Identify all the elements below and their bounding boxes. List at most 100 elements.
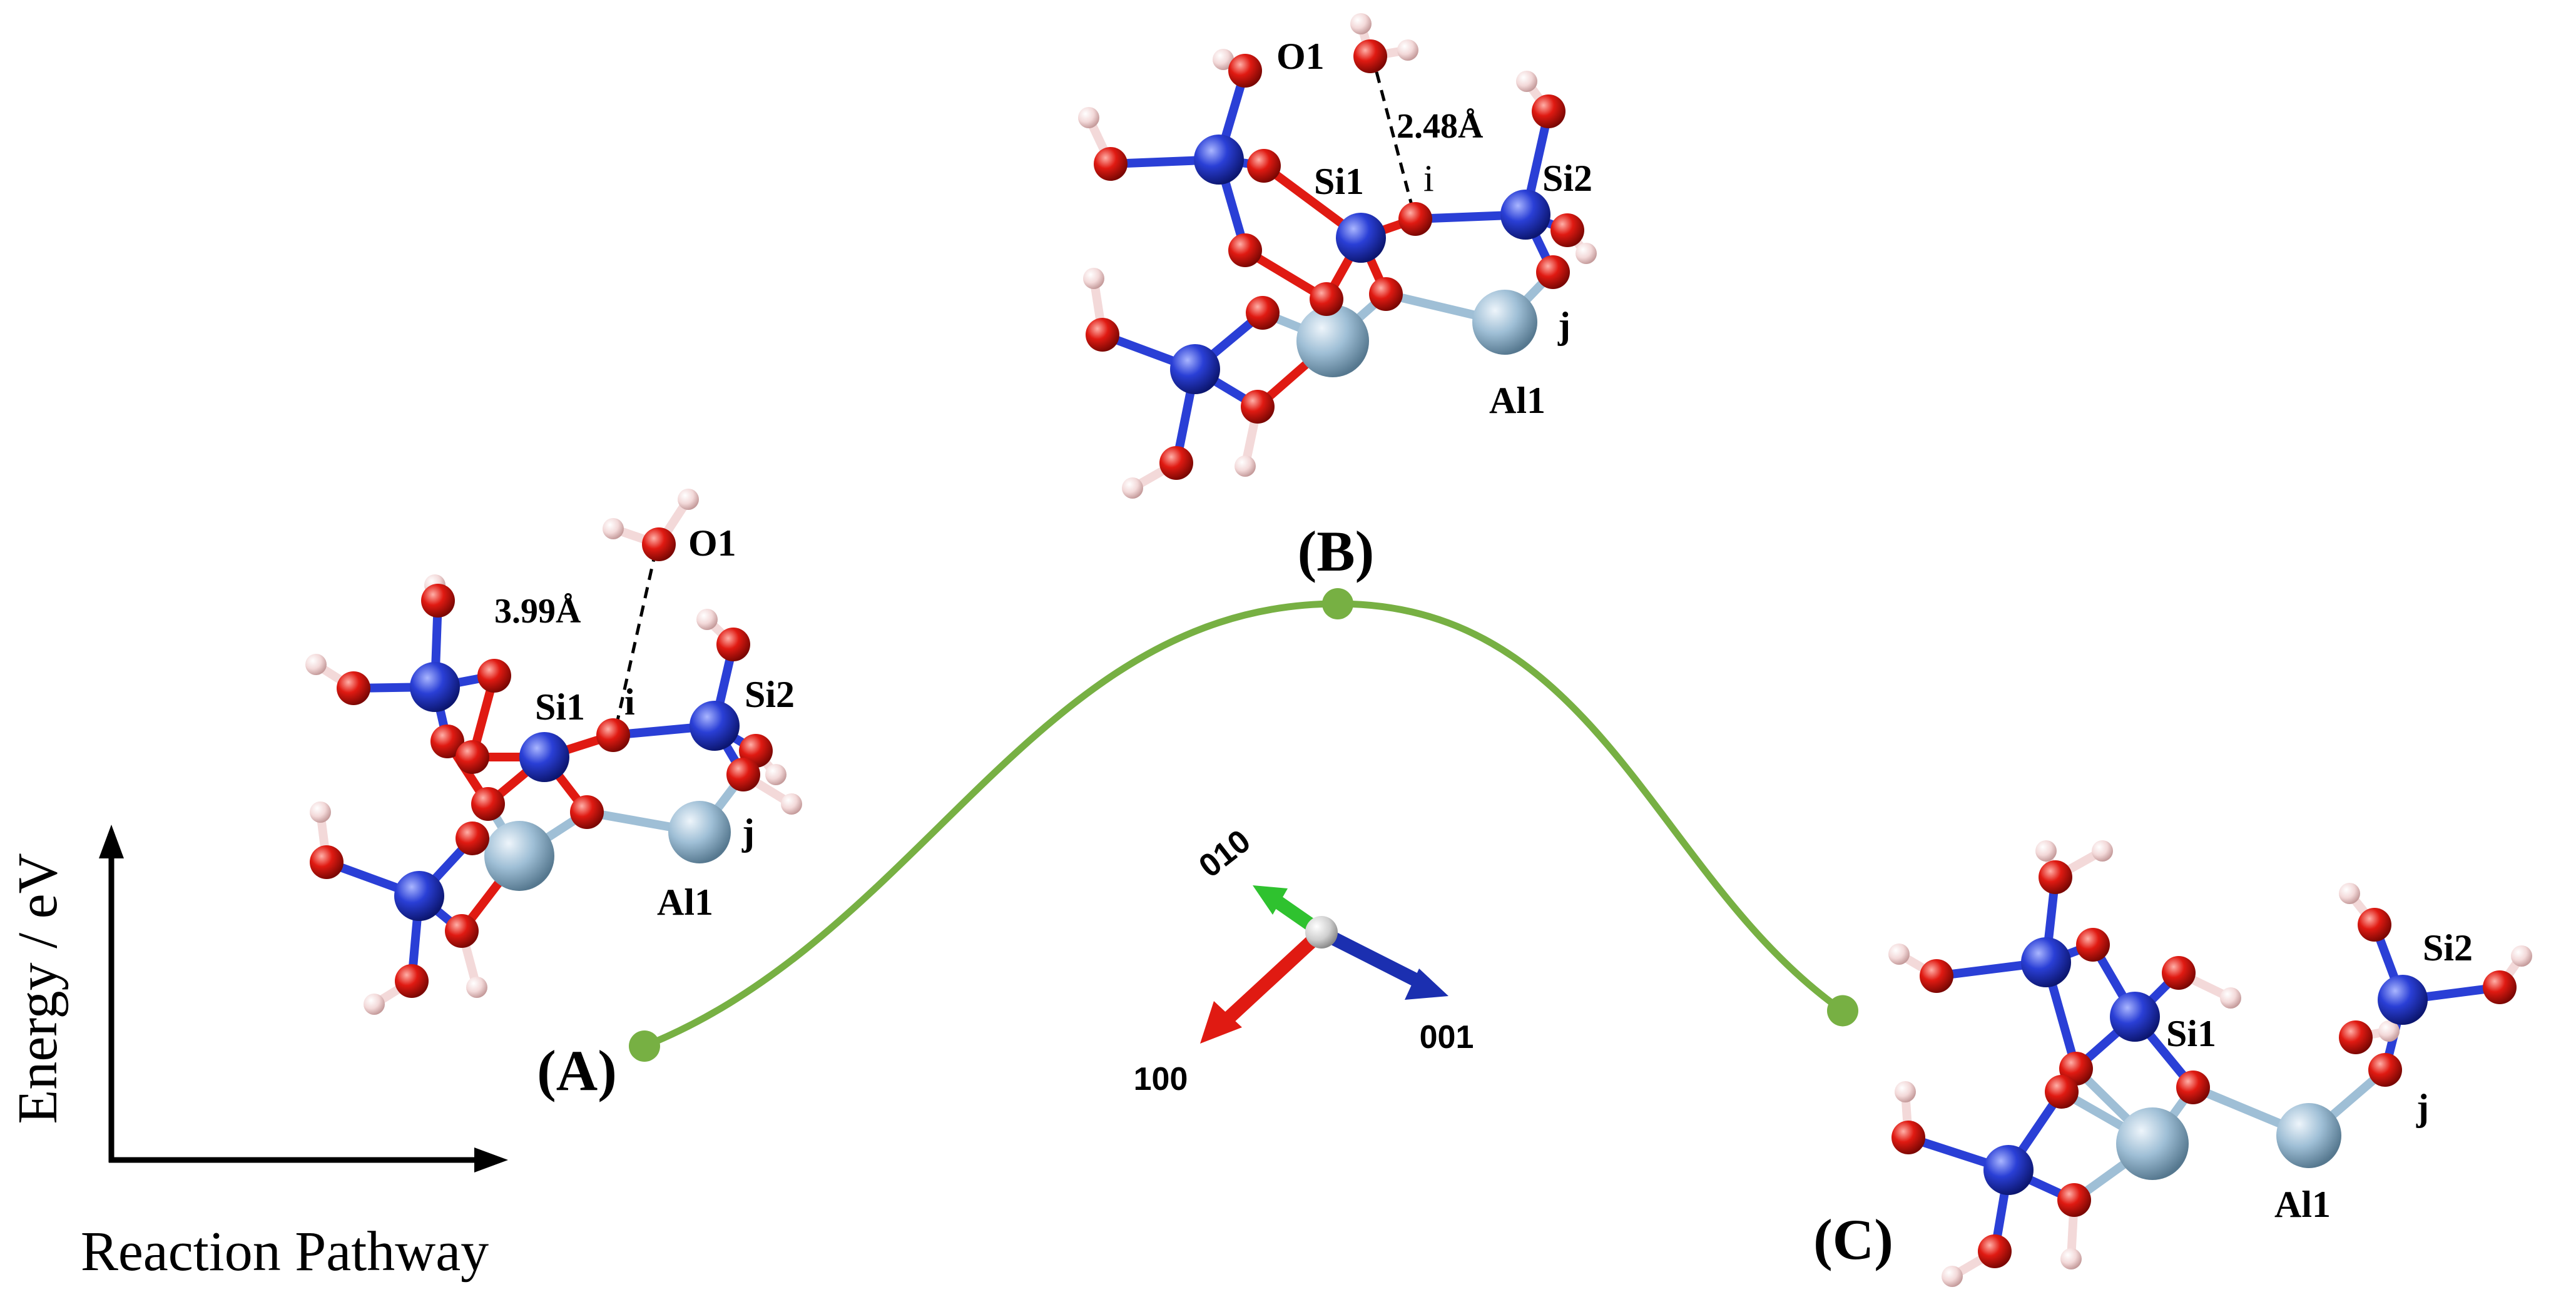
oxygen-atom	[1228, 54, 1262, 88]
label-o1: O1	[1276, 36, 1325, 77]
hydrogen-atom	[781, 793, 802, 815]
hydrogen-atom	[1942, 1266, 1963, 1287]
hydrogen-atom	[696, 609, 718, 630]
label-j: j	[741, 811, 755, 853]
hydrogen-atom	[305, 654, 327, 675]
structure-c-atoms	[1888, 840, 2532, 1287]
hydrogen-atom	[2220, 987, 2241, 1009]
hydrogen-atom	[2035, 840, 2057, 862]
hydrogen-atom	[2378, 1020, 2400, 1042]
axis-010-arrowhead	[1253, 885, 1288, 915]
state-label-c: (C)	[1813, 1208, 1893, 1271]
silicon-atom-si1	[1336, 213, 1386, 263]
hydrogen-atom	[2092, 840, 2113, 862]
oxygen-atom	[2358, 908, 2391, 942]
oxygen-atom	[1241, 390, 1275, 424]
oxygen-atom-j	[726, 758, 760, 791]
oxygen-atom	[2176, 1071, 2210, 1104]
hydrogen-atom	[1083, 268, 1104, 289]
oxygen-atom	[1369, 277, 1403, 311]
oxygen-atom-o1	[642, 527, 676, 561]
aluminium-atom	[1296, 305, 1369, 377]
oxygen-atom	[1228, 233, 1262, 267]
label-si1: Si1	[535, 686, 585, 728]
silicon-atom	[394, 871, 444, 921]
x-axis-label: Reaction Pathway	[81, 1221, 489, 1283]
oxygen-atom	[445, 914, 479, 948]
label-distance: 3.99Å	[494, 592, 581, 631]
structure-c-bonds	[1895, 847, 2526, 1281]
oxygen-atom	[337, 671, 370, 705]
hydrogen-atom	[364, 994, 385, 1015]
hydrogen-atom	[1350, 13, 1372, 34]
hydrogen-atom	[310, 801, 331, 823]
axis-label-001: 001	[1420, 1019, 1474, 1055]
oxygen-atom	[2483, 970, 2517, 1004]
oxygen-atom	[1978, 1234, 2012, 1268]
oxygen-atom	[2045, 1075, 2079, 1109]
silicon-atom	[1170, 344, 1220, 394]
label-distance: 2.48Å	[1397, 107, 1484, 146]
label-si1: Si1	[1314, 161, 1364, 202]
label-al1: Al1	[657, 882, 713, 923]
hydrogen-atom	[1895, 1081, 1916, 1102]
structure-a-labels: O1 3.99Å Si1 i Si2 j Al1	[494, 522, 795, 923]
oxygen-atom	[716, 628, 750, 661]
label-si2: Si2	[745, 674, 795, 715]
oxygen-atom	[395, 964, 429, 998]
axis-001-arrowhead	[1405, 969, 1448, 1000]
hydrogen-atom	[678, 489, 699, 510]
energy-curve	[641, 600, 1846, 1050]
oxygen-atom	[570, 795, 604, 829]
silicon-atom	[1194, 135, 1244, 185]
label-al1: Al1	[2274, 1184, 2331, 1225]
structure-b-atoms	[1078, 13, 1597, 499]
aluminium-atom	[2116, 1107, 2189, 1180]
oxygen-atom-j	[1536, 255, 1570, 289]
label-j: j	[1557, 305, 1571, 346]
axis-origin	[1305, 916, 1338, 949]
oxygen-atom	[456, 740, 489, 774]
x-axis-arrowhead	[474, 1147, 508, 1172]
label-i: i	[624, 681, 635, 723]
oxygen-atom	[1247, 149, 1281, 183]
label-j: j	[2416, 1087, 2429, 1128]
hydrogen-atom	[1213, 49, 1234, 70]
hydrogen-atom	[1397, 39, 1418, 61]
oxygen-atom	[421, 584, 455, 618]
oxygen-atom	[2039, 860, 2072, 894]
axis-label-100: 100	[1134, 1061, 1188, 1097]
silicon-atom	[410, 662, 460, 712]
hydrogen-atom	[1516, 71, 1537, 92]
axis-100-arrowhead	[1200, 1001, 1242, 1044]
oxygen-atom-j	[2368, 1053, 2402, 1087]
silicon-atom-si1	[519, 732, 569, 782]
hydrogen-atom	[466, 977, 487, 998]
structure-a-atoms	[305, 489, 802, 1015]
hydrogen-atom	[603, 518, 624, 539]
oxygen-atom	[477, 659, 511, 693]
silicon-atom-si2	[2378, 975, 2428, 1025]
hydrogen-atom	[1235, 455, 1256, 477]
energy-axes: Energy / eV Reaction Pathway	[7, 825, 508, 1283]
y-axis-label: Energy / eV	[7, 853, 69, 1124]
oxygen-atom-i	[596, 718, 630, 752]
state-point-c	[1827, 995, 1858, 1027]
silicon-atom-si2	[690, 701, 740, 751]
state-point-b	[1322, 588, 1353, 619]
y-axis-arrowhead	[99, 825, 124, 858]
oxygen-atom	[1246, 296, 1280, 330]
oxygen-atom	[1550, 213, 1584, 247]
structure-a-distance-line	[614, 550, 658, 726]
reaction-path: (A) (B) (C)	[537, 519, 1893, 1271]
oxygen-atom	[456, 821, 489, 855]
hydrogen-atom	[1078, 107, 1099, 128]
oxygen-atom	[1310, 282, 1343, 316]
oxygen-atom-i	[1398, 202, 1432, 236]
label-si2: Si2	[2423, 927, 2473, 969]
oxygen-atom	[1159, 446, 1193, 480]
label-si2: Si2	[1542, 158, 1592, 199]
oxygen-atom	[1920, 959, 1953, 993]
structure-b-distance-line	[1375, 71, 1415, 210]
